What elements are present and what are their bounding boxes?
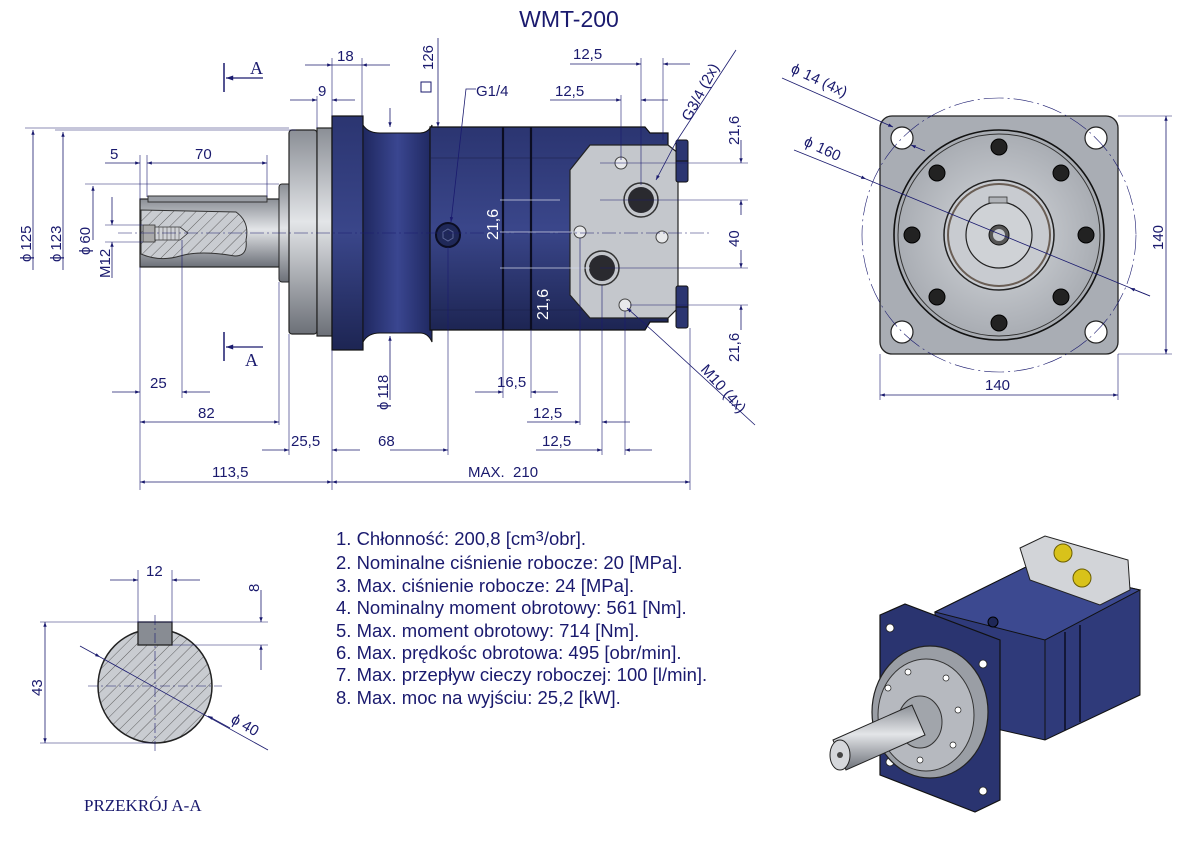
svg-text:140: 140 <box>1150 225 1167 250</box>
svg-text:5: 5 <box>110 146 118 163</box>
svg-text:ϕ125: ϕ125 <box>18 226 35 262</box>
svg-text:ϕ60: ϕ60 <box>77 227 94 255</box>
drawing-title: WMT-200 <box>519 6 619 32</box>
svg-text:43: 43 <box>29 679 46 696</box>
drain-port <box>435 222 461 248</box>
svg-text:16,5: 16,5 <box>497 374 526 391</box>
svg-text:G3/4 (2x): G3/4 (2x) <box>679 61 723 124</box>
spec-item: 3. Max. ciśnienie robocze: 24 [MPa]. <box>336 574 635 596</box>
svg-text:A: A <box>250 58 263 78</box>
svg-text:21,6: 21,6 <box>726 333 743 362</box>
svg-text:12,5: 12,5 <box>555 83 584 100</box>
svg-text:25: 25 <box>150 375 167 392</box>
svg-text:68: 68 <box>378 433 395 450</box>
spec-item: 1. Chłonność: 200,8 [cm3/obr]. <box>336 528 587 549</box>
spec-item: 4. Nominalny moment obrotowy: 561 [Nm]. <box>336 597 687 619</box>
section-a-a <box>88 615 222 752</box>
svg-text:ϕ118: ϕ118 <box>375 375 392 410</box>
section-marker-bottom: A <box>223 332 263 370</box>
spec-item: 8. Max. moc na wyjściu: 25,2 [kW]. <box>336 686 621 708</box>
spec-item: 7. Max. przepływ cieczy roboczej: 100 [l… <box>336 664 708 686</box>
shaft-key <box>147 195 268 203</box>
svg-text:40: 40 <box>726 230 743 247</box>
svg-text:ϕ160: ϕ160 <box>801 133 843 165</box>
svg-text:ϕ14 (4x): ϕ14 (4x) <box>788 60 850 101</box>
svg-text:70: 70 <box>195 146 212 163</box>
specifications-list: 1. Chłonność: 200,8 [cm3/obr]. 2. Nomina… <box>336 528 707 709</box>
svg-text:21,6: 21,6 <box>535 289 552 320</box>
section-marker-top: A <box>223 58 263 92</box>
svg-text:ϕ123: ϕ123 <box>48 226 65 262</box>
svg-text:21,6: 21,6 <box>726 116 743 145</box>
svg-text:ϕ40: ϕ40 <box>228 711 262 740</box>
svg-text:18: 18 <box>337 48 354 65</box>
section-dimensions: 12 8 43 ϕ40 PRZEKRÓJ A-A <box>29 563 269 815</box>
spec-item: 2. Nominalne ciśnienie robocze: 20 [MPa]… <box>336 552 683 574</box>
svg-text:12,5: 12,5 <box>573 46 602 63</box>
isometric-view <box>829 535 1142 813</box>
svg-text:9: 9 <box>318 83 326 100</box>
front-view <box>861 97 1137 373</box>
svg-text:A: A <box>245 350 258 370</box>
svg-text:140: 140 <box>985 377 1010 394</box>
port-fitting-a <box>1053 543 1073 563</box>
svg-text:G1/4: G1/4 <box>476 83 509 100</box>
shaft-cutaway <box>140 209 248 260</box>
svg-text:113,5: 113,5 <box>212 464 248 481</box>
spec-item: 6. Max. prędkośc obrotowa: 495 [obr/min]… <box>336 642 682 664</box>
front-flange-ring <box>288 129 318 335</box>
svg-text:MAX. 210: MAX. 210 <box>468 464 538 481</box>
svg-text:M12: M12 <box>97 249 114 278</box>
svg-text:126: 126 <box>420 45 437 70</box>
svg-text:82: 82 <box>198 405 215 422</box>
svg-text:21,6: 21,6 <box>485 209 502 240</box>
svg-text:8: 8 <box>246 584 263 592</box>
port-fitting-b <box>1072 568 1092 588</box>
section-caption: PRZEKRÓJ A-A <box>84 796 202 815</box>
threaded-hole <box>142 224 156 243</box>
svg-text:12,5: 12,5 <box>542 433 571 450</box>
spec-item: 5. Max. moment obrotowy: 714 [Nm]. <box>336 619 640 641</box>
side-view <box>118 115 710 351</box>
svg-text:M10 (4x): M10 (4x) <box>697 361 749 416</box>
svg-text:25,5: 25,5 <box>291 433 320 450</box>
svg-text:12: 12 <box>146 563 163 580</box>
svg-text:12,5: 12,5 <box>533 405 562 422</box>
